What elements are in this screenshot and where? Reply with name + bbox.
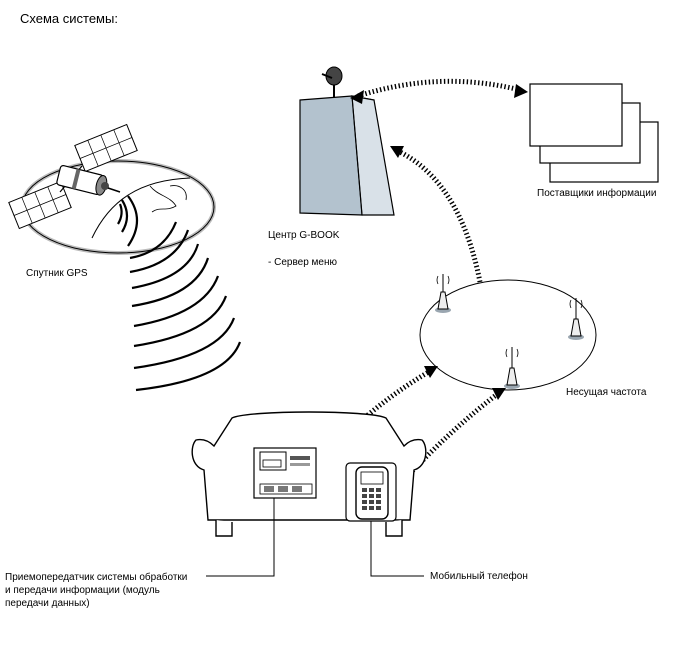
- gps-satellite-icon: [8, 123, 138, 230]
- label-gbook-center: Центр G-BOOK: [268, 230, 340, 241]
- gps-signal-waves: [117, 195, 242, 392]
- label-transceiver-line1: Приемопередатчик системы обработки: [5, 572, 188, 583]
- leader-lines: [206, 498, 424, 577]
- antenna-tower-icon: [435, 274, 451, 313]
- label-carrier: Несущая частота: [566, 387, 647, 398]
- gbook-center-building-icon: [299, 66, 395, 216]
- label-menu-server: - Сервер меню: [268, 257, 338, 268]
- label-mobile-phone: Мобильный телефон: [430, 571, 528, 582]
- link-gbook-providers: [357, 78, 521, 99]
- label-transceiver-line2: и передачи информации (модуль: [5, 585, 160, 596]
- carrier-network: [419, 279, 597, 391]
- antenna-tower-icon: [504, 347, 520, 389]
- antenna-tower-icon: [568, 298, 584, 340]
- label-gps-satellite: Спутник GPS: [26, 268, 88, 279]
- mobile-phone-icon: [345, 462, 397, 522]
- info-providers-icon: [529, 83, 659, 183]
- label-info-providers: Поставщики информации: [537, 188, 657, 199]
- link-car-carrier: [332, 367, 434, 448]
- diagram-title: Схема системы:: [20, 11, 118, 26]
- data-module-icon: [253, 447, 317, 499]
- label-transceiver-line3: передачи данных): [5, 598, 90, 609]
- link-carrier-gbook: [394, 147, 483, 283]
